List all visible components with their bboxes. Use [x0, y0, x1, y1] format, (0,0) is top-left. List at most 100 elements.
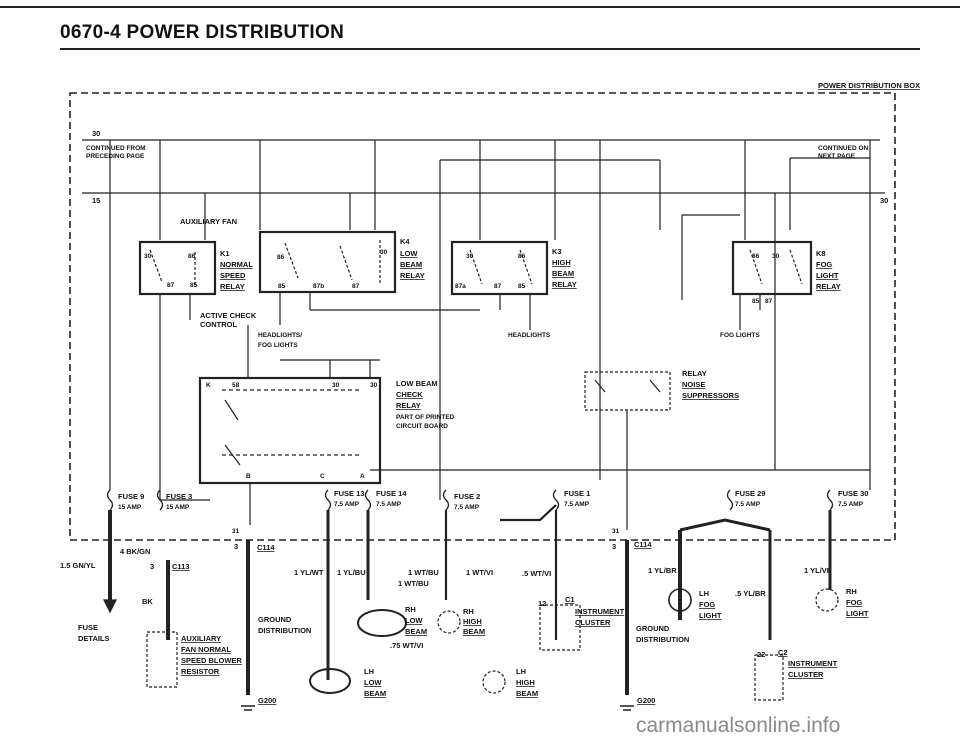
relay-k4 — [258, 230, 397, 294]
fuse-13-rating: 7.5 AMP — [334, 501, 360, 508]
relay-k8 — [731, 240, 813, 296]
check-relay-sub-2: CIRCUIT BOARD — [396, 423, 448, 430]
k8-id: K8 — [816, 249, 826, 258]
terminal-30-right: 30 — [880, 196, 888, 205]
terminal-15: 15 — [92, 196, 100, 205]
c2-pin: 22 — [757, 650, 765, 659]
instrument-cluster-b-1: INSTRUMENT — [788, 659, 838, 668]
k3-line-2: BEAM — [552, 269, 574, 278]
terminal-30: 30 — [92, 129, 100, 138]
fuse-13-name: FUSE 13 — [334, 489, 364, 498]
fuse-9-name: FUSE 9 — [118, 492, 144, 501]
k1-pin-86: 86 — [188, 253, 196, 260]
rh-high-beam-1: RH — [463, 607, 474, 616]
check-relay-line-2: CHECK — [396, 390, 423, 399]
wire-wt-vi-75: .75 WT/VI — [390, 641, 423, 650]
ground-dist-right-1: GROUND — [636, 624, 670, 633]
k3-line-1: HIGH — [552, 258, 571, 267]
relay-k1 — [138, 240, 217, 296]
fuse-3-rating: 15 AMP — [166, 504, 190, 511]
continued-on-1: CONTINUED ON — [818, 145, 869, 152]
c1-pin: 12 — [538, 599, 546, 608]
check-pin-30b: 30 — [370, 382, 378, 389]
lh-high-beam-lamp — [482, 670, 506, 694]
fuse-2-name: FUSE 2 — [454, 492, 480, 501]
fuse-3-name: FUSE 3 — [166, 492, 192, 501]
c114-pin: 3 — [234, 542, 238, 551]
wire-yl-br: 1 YL/BR — [648, 566, 677, 575]
k3-pin-30: 30 — [466, 253, 474, 260]
fuse-2-rating: 7.5 AMP — [454, 504, 480, 511]
wire-wt-bu-a: 1 WT/BU — [408, 568, 439, 577]
check-relay-sub-1: PART OF PRINTED — [396, 414, 455, 421]
check-pin-58: 58 — [232, 382, 240, 389]
k4-line-2: BEAM — [400, 260, 422, 269]
rh-low-beam-1: RH — [405, 605, 416, 614]
fog-lights-label: FOG LIGHTS — [720, 332, 760, 339]
rh-fog-3: LIGHT — [846, 609, 869, 618]
lh-low-beam-3: BEAM — [364, 689, 386, 698]
c113-pin: 3 — [150, 562, 154, 571]
instrument-cluster-box — [539, 604, 581, 651]
k3-pin-85: 85 — [518, 283, 526, 290]
headlights-label: HEADLIGHTS — [508, 332, 551, 339]
aux-resistor-1: AUXILIARY — [181, 634, 221, 643]
k1-line-2: SPEED — [220, 271, 246, 280]
wire-yl-vi: 1 YL/VI — [804, 566, 829, 575]
k8-pin-87: 87 — [765, 298, 773, 305]
k8-pin-86: 86 — [752, 253, 760, 260]
relay-noise-suppressors — [584, 371, 671, 411]
fuse-30-name: FUSE 30 — [838, 489, 868, 498]
fuse-14-name: FUSE 14 — [376, 489, 407, 498]
relay-noise-1: RELAY — [682, 369, 707, 378]
lh-fog-1: LH — [699, 589, 709, 598]
aux-resistor-2: FAN NORMAL — [181, 645, 231, 654]
auxiliary-fan-label: AUXILIARY FAN — [180, 217, 237, 226]
lh-low-beam-1: LH — [364, 667, 374, 676]
rh-low-beam-lamp — [357, 609, 407, 637]
check-pin-a: A — [360, 473, 365, 480]
instrument-cluster-b-2: CLUSTER — [788, 670, 824, 679]
k4-pin-87b: 87b — [313, 283, 324, 290]
k3-pin-87: 87 — [494, 283, 502, 290]
top-rule — [0, 6, 960, 8]
rh-fog-2: FOG — [846, 598, 862, 607]
k3-pin-86: 86 — [518, 253, 526, 260]
rh-high-beam-2: HIGH — [463, 617, 482, 626]
watermark: carmanualsonline.info — [636, 714, 841, 737]
fuse-14-rating: 7.5 AMP — [376, 501, 402, 508]
relay-noise-3: SUPPRESSORS — [682, 391, 739, 400]
g200-left: G200 — [258, 696, 276, 705]
ground-dist-right-2: DISTRIBUTION — [636, 635, 689, 644]
aux-resistor-4: RESISTOR — [181, 667, 220, 676]
k1-id: K1 — [220, 249, 230, 258]
g200-right: G200 — [637, 696, 655, 705]
k4-pin-86: 86 — [277, 254, 285, 261]
k4-line-1: LOW — [400, 249, 418, 258]
c114b-label: C114 — [634, 540, 652, 549]
continued-from-1: CONTINUED FROM — [86, 145, 146, 152]
aux-resistor-3: SPEED BLOWER — [181, 656, 242, 665]
wire-wt-bu-b: 1 WT/BU — [398, 579, 429, 588]
k4-line-3: RELAY — [400, 271, 425, 280]
k4-pin-30: 30 — [380, 249, 388, 256]
c114b-pin: 3 — [612, 542, 616, 551]
instrument-cluster-1: INSTRUMENT — [575, 607, 625, 616]
continued-on-2: NEXT PAGE — [818, 153, 856, 160]
title-rule — [60, 48, 920, 50]
ground-dist-1: GROUND — [258, 615, 292, 624]
wire-gn-yl: 1.5 GN/YL — [60, 561, 96, 570]
k8-line-3: RELAY — [816, 282, 841, 291]
lh-low-beam-lamp — [309, 668, 351, 694]
k8-line-2: LIGHT — [816, 271, 839, 280]
k1-line-3: RELAY — [220, 282, 245, 291]
fuse-29-rating: 7.5 AMP — [735, 501, 761, 508]
fuse-details-1: FUSE — [78, 623, 98, 632]
wire-yl-bu: 1 YL/BU — [337, 568, 366, 577]
c114-label: C114 — [257, 543, 275, 552]
rh-low-beam-2: LOW — [405, 616, 423, 625]
lh-high-beam-1: LH — [516, 667, 526, 676]
k8-pin-85: 85 — [752, 298, 760, 305]
wire-wt-vi: 1 WT/VI — [466, 568, 493, 577]
